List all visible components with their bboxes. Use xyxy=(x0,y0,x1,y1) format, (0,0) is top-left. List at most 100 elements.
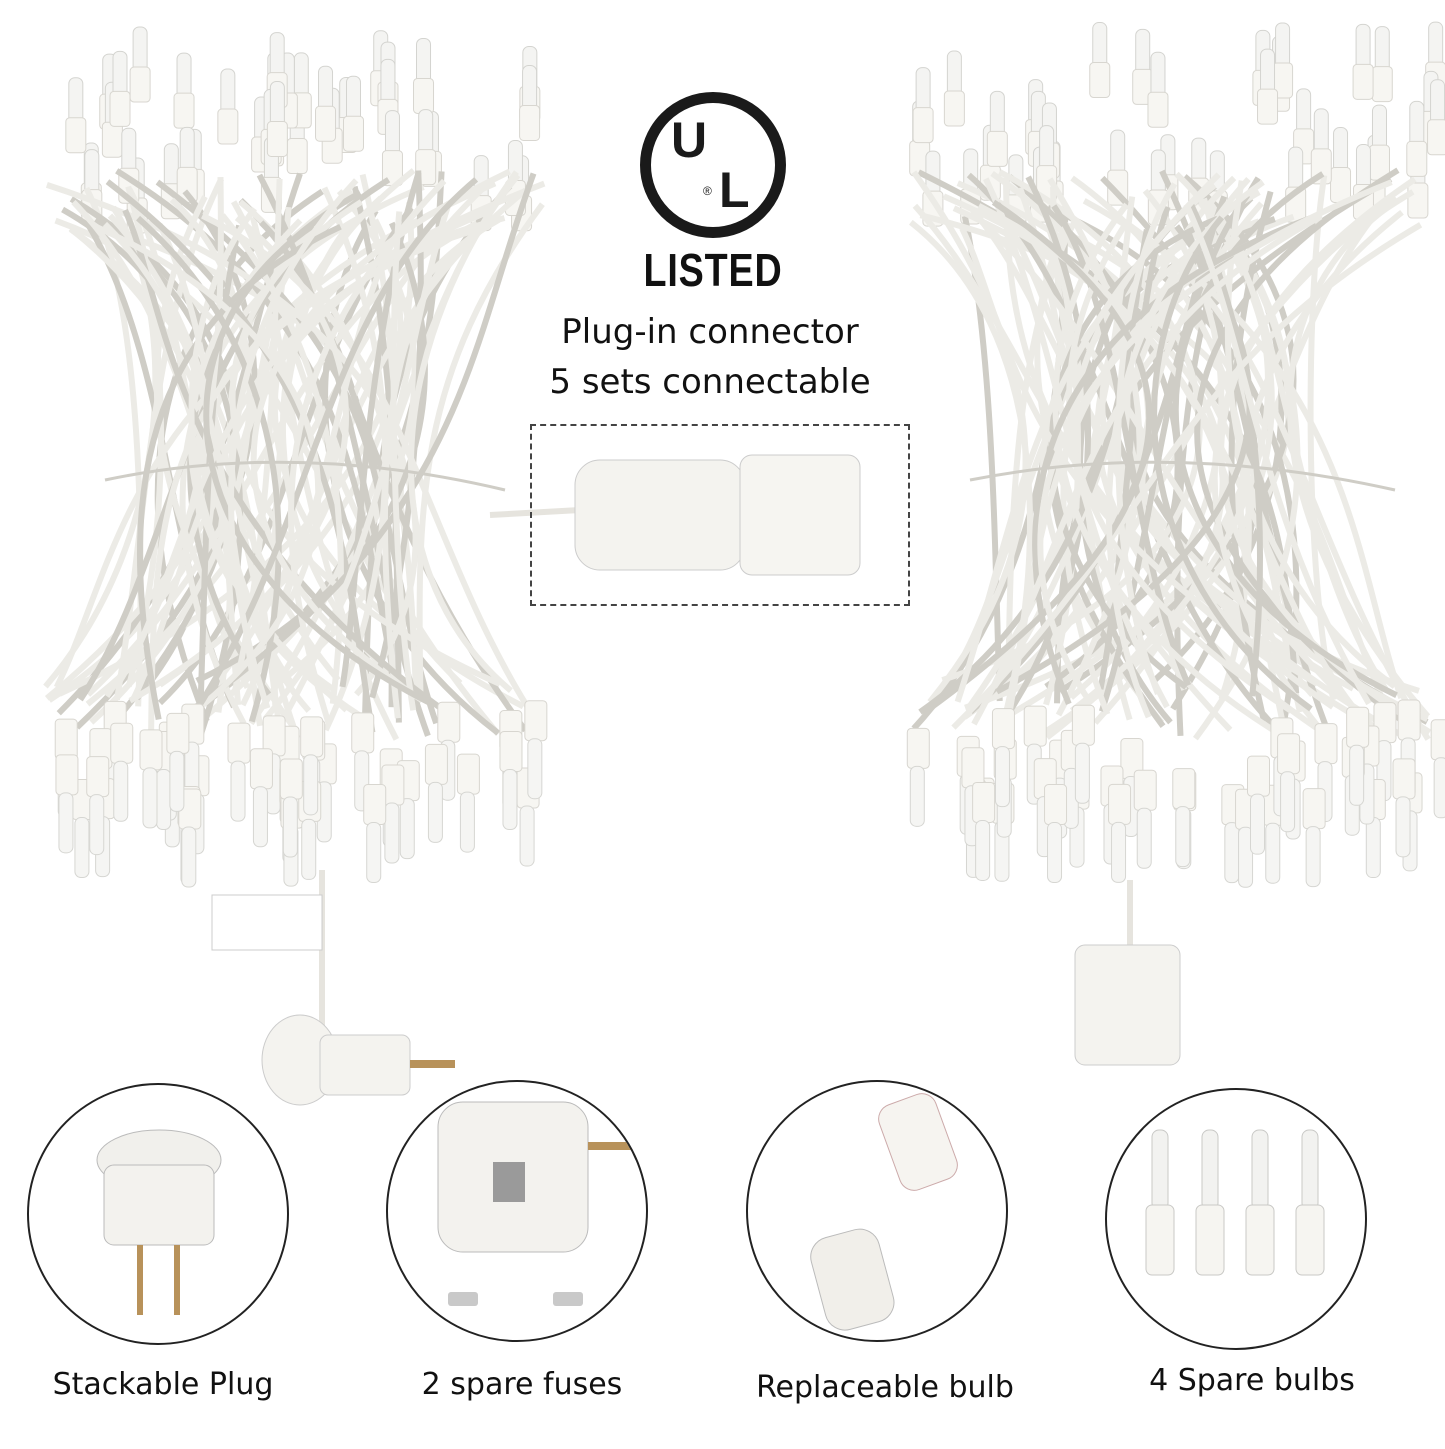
bulb-socket xyxy=(139,729,163,771)
bulb-socket xyxy=(1257,88,1279,125)
bulb-socket xyxy=(961,747,985,789)
feature-label-stackable-plug: Stackable Plug xyxy=(52,1367,274,1402)
wire xyxy=(951,222,1423,730)
wire xyxy=(381,226,484,719)
wire xyxy=(1172,171,1398,698)
bulb-socket xyxy=(991,708,1015,750)
bulb-socket xyxy=(456,753,480,795)
bulb-socket xyxy=(1352,63,1374,100)
ul-logo: U L ® xyxy=(640,92,786,238)
bulb-socket xyxy=(912,107,934,144)
spare-bulbs-photo xyxy=(1105,1088,1367,1350)
bulb-socket xyxy=(315,105,337,142)
bulb-socket xyxy=(424,743,448,785)
bulb-socket xyxy=(1371,66,1393,103)
bulb xyxy=(113,760,129,822)
wire xyxy=(390,211,417,711)
bulb-socket xyxy=(227,722,251,764)
bulb-socket xyxy=(499,730,523,772)
bulb xyxy=(1250,793,1266,855)
bulb-socket xyxy=(173,92,195,129)
bulb-socket xyxy=(109,90,131,127)
bulb-socket xyxy=(1302,788,1326,830)
bulb-socket xyxy=(1430,719,1445,761)
bulb-socket xyxy=(342,115,364,152)
wire xyxy=(45,182,419,697)
bulb-socket xyxy=(266,121,288,158)
replaceable-bulb-photo xyxy=(746,1080,1008,1342)
bulb xyxy=(1349,744,1365,806)
wire xyxy=(113,177,225,701)
bulb xyxy=(303,754,319,816)
wire xyxy=(1307,174,1337,701)
bulb xyxy=(282,796,298,858)
bulb xyxy=(527,738,543,800)
bulb-socket xyxy=(217,108,239,145)
bulb-socket xyxy=(1397,699,1421,741)
wire xyxy=(203,223,436,709)
bulb xyxy=(1395,796,1411,858)
bulb xyxy=(994,746,1010,808)
bulb xyxy=(1111,821,1127,883)
wire xyxy=(288,178,447,724)
bulb-socket xyxy=(101,121,123,158)
wire xyxy=(188,177,479,721)
bulb-socket xyxy=(129,66,151,103)
connector-caption-line1: Plug-in connector xyxy=(561,312,859,352)
bulb xyxy=(1047,822,1063,884)
wire xyxy=(115,225,483,686)
wire xyxy=(228,178,359,710)
wire xyxy=(1105,179,1265,719)
bulb xyxy=(1074,742,1090,804)
bulb-socket xyxy=(906,727,930,769)
spare-bulb xyxy=(1145,1129,1175,1276)
bulb-socket xyxy=(166,712,190,754)
bulb-socket xyxy=(110,722,134,764)
end-connector xyxy=(1074,880,1181,1066)
wire xyxy=(107,213,301,740)
bulb xyxy=(1305,826,1321,888)
bulb-socket xyxy=(86,756,110,798)
bulb xyxy=(384,802,400,864)
bulb-socket xyxy=(519,104,541,141)
wire xyxy=(416,202,545,699)
wire xyxy=(926,199,1153,713)
wire xyxy=(408,170,519,693)
bulb-socket xyxy=(1346,706,1370,748)
bulb-socket xyxy=(972,781,996,823)
bulb-socket xyxy=(1330,166,1352,203)
listed-label: LISTED xyxy=(643,244,783,296)
bulb-socket xyxy=(286,138,308,175)
bulb xyxy=(74,817,90,879)
bulb xyxy=(502,768,518,830)
bulb xyxy=(181,826,197,888)
wire xyxy=(122,208,456,720)
wire xyxy=(1051,204,1192,687)
bulb-socket xyxy=(986,130,1008,167)
bulb-socket xyxy=(1406,140,1428,177)
tie xyxy=(969,460,1396,492)
ul-letter-l: L xyxy=(719,162,750,218)
bulb xyxy=(230,760,246,822)
stackable-plug xyxy=(211,870,455,1106)
bulb xyxy=(142,767,158,829)
left-light-bundle xyxy=(43,26,548,888)
wire xyxy=(1032,212,1320,706)
bulb-socket xyxy=(351,712,375,754)
bulb-socket xyxy=(1133,769,1157,811)
bulb xyxy=(399,798,415,860)
bulb xyxy=(169,750,185,812)
wire xyxy=(1151,215,1313,712)
bulb-socket xyxy=(1247,755,1271,797)
plug-in-connector xyxy=(489,454,861,576)
bulb-socket xyxy=(524,700,548,742)
bulb xyxy=(1175,806,1191,868)
bulb xyxy=(975,819,991,881)
bulb xyxy=(1433,757,1445,819)
bulb-socket xyxy=(1108,783,1132,825)
bulb-socket xyxy=(54,718,78,760)
bulb xyxy=(1136,807,1152,869)
connector-highlight-box xyxy=(530,424,910,606)
connector-caption-line2: 5 sets connectable xyxy=(549,362,871,402)
